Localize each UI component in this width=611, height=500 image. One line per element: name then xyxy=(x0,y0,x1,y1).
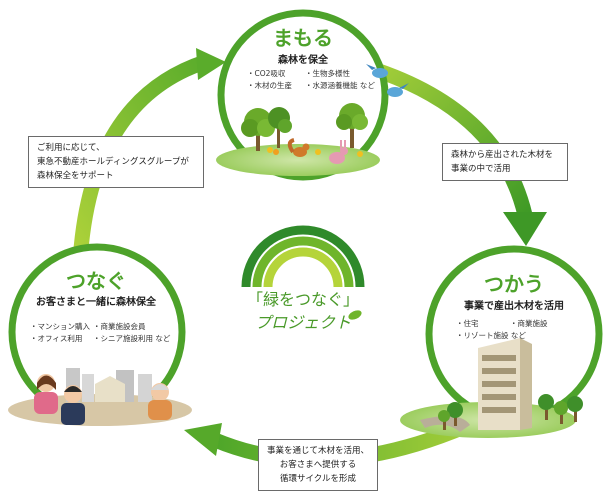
note-line: 事業を通じて木材を活用、 xyxy=(267,446,370,456)
flower-icon xyxy=(315,149,321,155)
note-line: 東急不動産ホールディングスグループが xyxy=(37,157,189,167)
arrow-right-head xyxy=(503,212,547,246)
arrow-left-head xyxy=(196,48,226,80)
note-line: お客さまへ提供する xyxy=(279,460,357,470)
mamoru-item: ・CO2吸収 xyxy=(247,69,286,78)
leaf-icon xyxy=(348,310,362,320)
tsukau-title: つかう xyxy=(484,272,544,296)
tsunagu-item: ・商業施設会員 xyxy=(93,322,146,331)
mamoru-ground xyxy=(216,144,380,176)
flower-icon xyxy=(273,149,279,155)
tree-icon xyxy=(438,410,450,430)
senior-woman-icon xyxy=(148,383,172,420)
building-icon xyxy=(478,338,532,430)
mamoru-item: ・生物多様性 xyxy=(305,69,350,78)
note-line: 事業の中で活用 xyxy=(451,164,511,174)
logo-arcs xyxy=(241,225,365,288)
mamoru-item: ・水源涵養機能 など xyxy=(305,81,375,90)
note-line: ご利用に応じて、 xyxy=(37,143,105,153)
note-top-right: 森林から産出された木材を 事業の中で活用 xyxy=(442,143,568,181)
logo-title: 「緑をつなぐ」 xyxy=(246,290,359,309)
tsukau-item: ・商業施設 xyxy=(510,319,548,328)
note-bottom: 事業を通じて木材を活用、 お客さまへ提供する 循環サイクルを形成 xyxy=(258,439,378,491)
tsunagu-item: ・マンション購入 xyxy=(30,322,90,331)
squirrel-icon xyxy=(287,138,310,157)
arrow-left xyxy=(72,54,208,263)
rabbit-icon xyxy=(329,140,348,164)
note-line: 森林保全をサポート xyxy=(37,171,114,181)
tree-icon xyxy=(567,396,583,422)
woman-icon xyxy=(34,374,58,414)
tree-icon xyxy=(447,402,463,426)
man-icon xyxy=(61,385,85,425)
tree-icon xyxy=(554,401,568,424)
tsunagu-item: ・オフィス利用 xyxy=(30,334,83,343)
flower-icon xyxy=(267,147,273,153)
note-line: 森林から産出された木材を xyxy=(451,150,554,160)
tree-icon xyxy=(241,108,275,151)
tree-icon xyxy=(336,103,368,148)
tree-icon xyxy=(268,107,292,148)
flower-icon xyxy=(357,151,363,157)
logo-subtitle: プロジェクト xyxy=(254,313,351,332)
bird-icon xyxy=(387,83,409,97)
note-top-left: ご利用に応じて、 東急不動産ホールディングスグループが 森林保全をサポート xyxy=(28,136,204,188)
tsukau-item: ・住宅 xyxy=(456,319,479,328)
tsukau-subtitle: 事業で産出木材を活用 xyxy=(464,301,564,312)
tsukau-item: ・リゾート施設 など xyxy=(456,331,526,340)
bird-icon xyxy=(366,64,388,78)
arrow-right xyxy=(367,60,533,217)
tree-icon xyxy=(538,394,554,420)
mamoru-item: ・木材の生産 xyxy=(247,81,292,90)
mamoru-title: まもる xyxy=(273,26,333,50)
arrow-bottom-head xyxy=(184,423,222,456)
tsunagu-item: ・シニア施設利用 など xyxy=(93,334,171,343)
mamoru-subtitle: 森林を保全 xyxy=(278,55,328,66)
tsunagu-subtitle: お客さまと一緒に森林保全 xyxy=(36,297,156,308)
tsunagu-title: つなぐ xyxy=(66,269,126,293)
note-line: 循環サイクルを形成 xyxy=(279,474,357,484)
